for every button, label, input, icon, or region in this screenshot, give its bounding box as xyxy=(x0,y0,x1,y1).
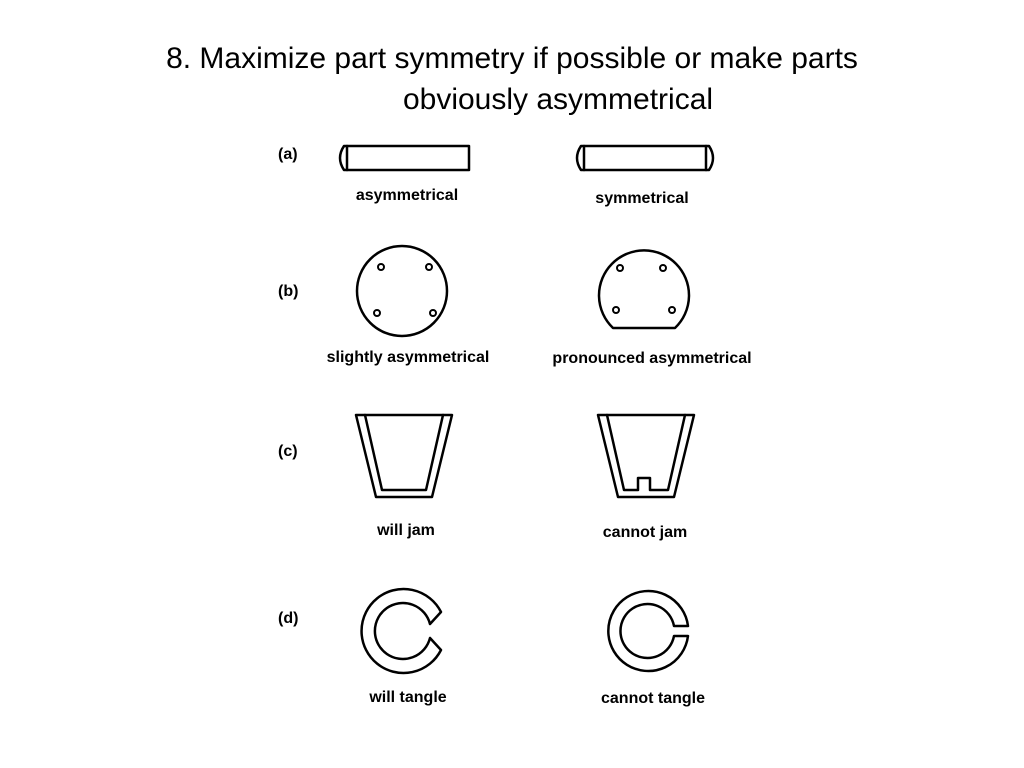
slide-title: 8. Maximize part symmetry if possible or… xyxy=(0,38,1024,120)
cup-will-jam-figure xyxy=(354,412,454,500)
caption-will-jam: will jam xyxy=(377,522,435,539)
disc-slightly-asymmetrical-figure xyxy=(354,243,450,339)
row-label-a: (a) xyxy=(278,146,298,163)
caption-symmetrical: symmetrical xyxy=(595,190,689,207)
pin-symmetrical-figure xyxy=(575,143,715,173)
cup-cannot-jam-figure xyxy=(596,412,696,500)
row-label-c: (c) xyxy=(278,443,298,460)
pin-asymmetrical-figure xyxy=(338,143,472,173)
row-label-b: (b) xyxy=(278,283,299,300)
caption-will-tangle: will tangle xyxy=(369,689,447,706)
caption-cannot-tangle: cannot tangle xyxy=(600,690,706,707)
ring-will-tangle-figure xyxy=(356,584,448,678)
slide-title-line-2: obviously asymmetrical xyxy=(402,83,714,116)
caption-asymmetrical: asymmetrical xyxy=(355,187,459,204)
ring-cannot-tangle-figure xyxy=(604,585,694,677)
disc-pronounced-asymmetrical-figure xyxy=(596,243,692,339)
caption-slightly-asymmetrical: slightly asymmetrical xyxy=(326,349,490,366)
slide-title-line-1: 8. Maximize part symmetry if possible or… xyxy=(166,42,858,75)
row-label-d: (d) xyxy=(278,610,299,627)
caption-pronounced-asymmetrical: pronounced asymmetrical xyxy=(552,350,752,367)
caption-cannot-jam: cannot jam xyxy=(602,524,688,541)
